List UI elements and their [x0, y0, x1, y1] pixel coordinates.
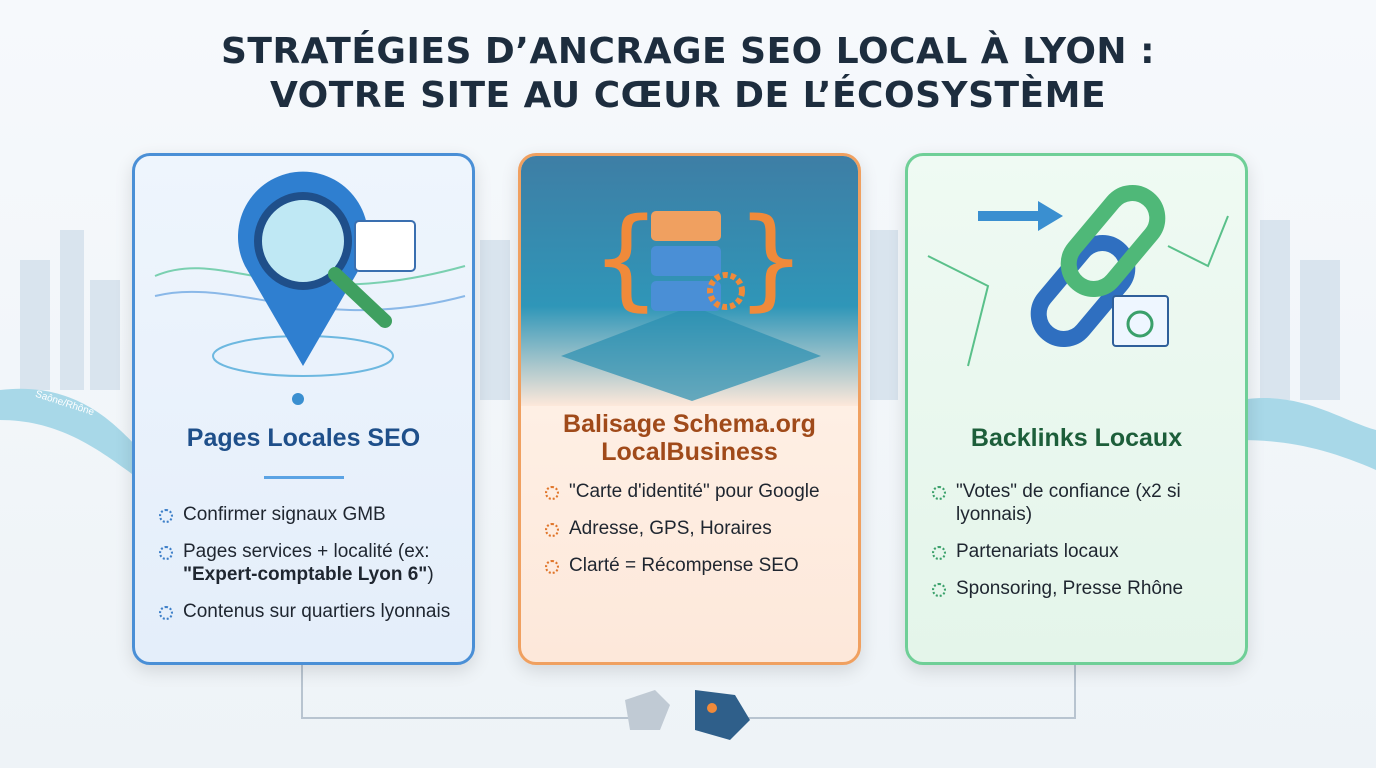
list-item: "Carte d'identité" pour Google [543, 480, 838, 503]
list-item: Adresse, GPS, Horaires [543, 517, 838, 540]
city-skyline [20, 220, 1340, 400]
code-database-gear-icon: {} [521, 156, 858, 406]
list-item: Confirmer signaux GMB [157, 503, 452, 526]
river [0, 388, 140, 480]
list-item: Contenus sur quartiers lyonnais [157, 600, 452, 623]
svg-text:{: { [591, 194, 661, 322]
list-item: Sponsoring, Presse Rhône [930, 577, 1225, 600]
card-schema-org: {} Balisage Schema.org LocalBusiness "Ca… [518, 153, 861, 665]
svg-text:}: } [736, 194, 806, 322]
list-item: Pages services + localité (ex: "Expert-c… [157, 540, 452, 586]
chain-link-icon [908, 156, 1245, 406]
connector-lines [301, 665, 1076, 719]
list-item: Partenariats locaux [930, 540, 1225, 563]
lyon-map-emblem-icon [625, 690, 750, 740]
card-backlinks: Backlinks Locaux "Votes" de confiance (x… [905, 153, 1248, 665]
divider [263, 476, 344, 479]
list-item: "Votes" de confiance (x2 si lyonnais) [930, 480, 1225, 526]
map-pin-magnifier-icon [135, 156, 472, 406]
card-title: Balisage Schema.org LocalBusiness [563, 410, 816, 466]
card-pages-locales: Pages Locales SEO Confirmer signaux GMB … [132, 153, 475, 665]
list-item: Clarté = Récompense SEO [543, 554, 838, 577]
page-title: Stratégies d’ancrage SEO local à Lyon :V… [221, 31, 1155, 116]
card-title: Pages Locales SEO [186, 424, 421, 452]
card-title: Backlinks Locaux [970, 424, 1183, 452]
